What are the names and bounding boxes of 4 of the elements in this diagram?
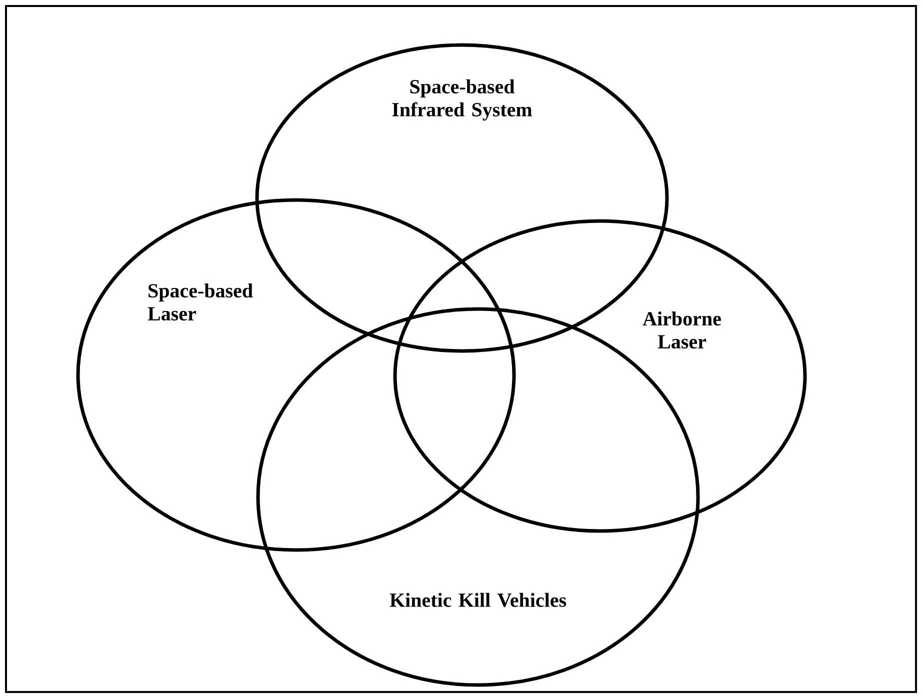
ellipse-label: Space-based Laser bbox=[148, 283, 253, 321]
ellipse-label: Airborne Laser bbox=[642, 311, 721, 349]
ellipse-label: Space-based Infrared System bbox=[392, 79, 532, 121]
ellipse-label: Kinetic Kill Vehicles bbox=[390, 592, 566, 608]
